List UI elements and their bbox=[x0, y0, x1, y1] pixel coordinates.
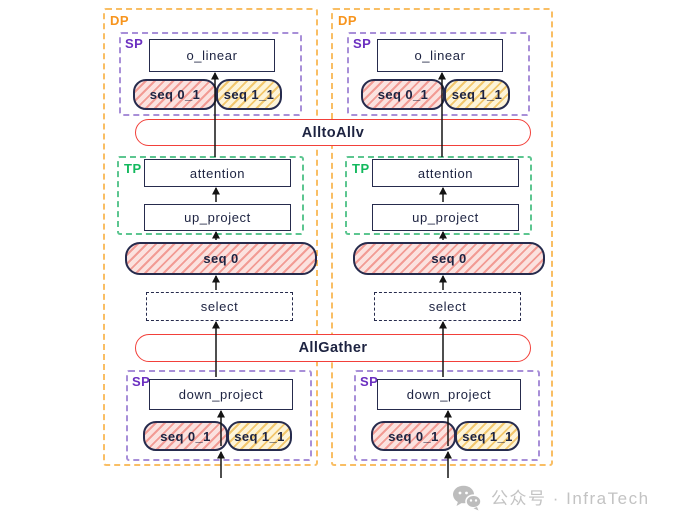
dp-group-left: DP SP o_linear seq 0_1 seq 1_1 TP attent… bbox=[103, 8, 318, 466]
attention-box: attention bbox=[144, 159, 291, 187]
sp-box-bottom: SP bbox=[126, 370, 312, 461]
seq-0-1-pill: seq 0_1 bbox=[371, 421, 456, 451]
seq-1-1-pill: seq 1_1 bbox=[227, 421, 292, 451]
seq-1-1-pill: seq 1_1 bbox=[455, 421, 520, 451]
select-box: select bbox=[374, 292, 521, 321]
sp-box-top: SP bbox=[347, 32, 530, 116]
tp-label: TP bbox=[352, 161, 370, 176]
allgather-pill: AllGather bbox=[135, 334, 531, 362]
wechat-icon bbox=[453, 485, 482, 511]
sp-box-bottom: SP bbox=[354, 370, 540, 461]
o-linear-box: o_linear bbox=[377, 39, 503, 72]
o-linear-box: o_linear bbox=[149, 39, 275, 72]
down-project-box: down_project bbox=[377, 379, 521, 410]
seq-0-1-pill: seq 0_1 bbox=[361, 79, 445, 110]
seq-0-pill: seq 0 bbox=[353, 242, 545, 275]
attention-box: attention bbox=[372, 159, 519, 187]
seq-0-pill: seq 0 bbox=[125, 242, 317, 275]
tp-label: TP bbox=[124, 161, 142, 176]
sp-label: SP bbox=[353, 36, 372, 51]
alltoallv-pill: AlltoAllv bbox=[135, 119, 531, 146]
sp-label: SP bbox=[125, 36, 144, 51]
seq-1-1-pill: seq 1_1 bbox=[216, 79, 282, 110]
tp-box: TP bbox=[345, 156, 532, 235]
sp-label: SP bbox=[360, 374, 379, 389]
tp-box: TP bbox=[117, 156, 304, 235]
seq-0-1-pill: seq 0_1 bbox=[143, 421, 228, 451]
dp-group-right: DP SP o_linear seq 0_1 seq 1_1 TP attent… bbox=[331, 8, 553, 466]
dp-label: DP bbox=[110, 13, 130, 28]
watermark: 公众号 · InfraTech bbox=[452, 484, 650, 512]
watermark-text: 公众号 · InfraTech bbox=[491, 488, 650, 508]
down-project-box: down_project bbox=[149, 379, 293, 410]
select-box: select bbox=[146, 292, 293, 321]
up-project-box: up_project bbox=[144, 204, 291, 231]
seq-1-1-pill: seq 1_1 bbox=[444, 79, 510, 110]
dp-label: DP bbox=[338, 13, 358, 28]
up-project-box: up_project bbox=[372, 204, 519, 231]
sp-label: SP bbox=[132, 374, 151, 389]
seq-0-1-pill: seq 0_1 bbox=[133, 79, 217, 110]
sp-box-top: SP bbox=[119, 32, 302, 116]
